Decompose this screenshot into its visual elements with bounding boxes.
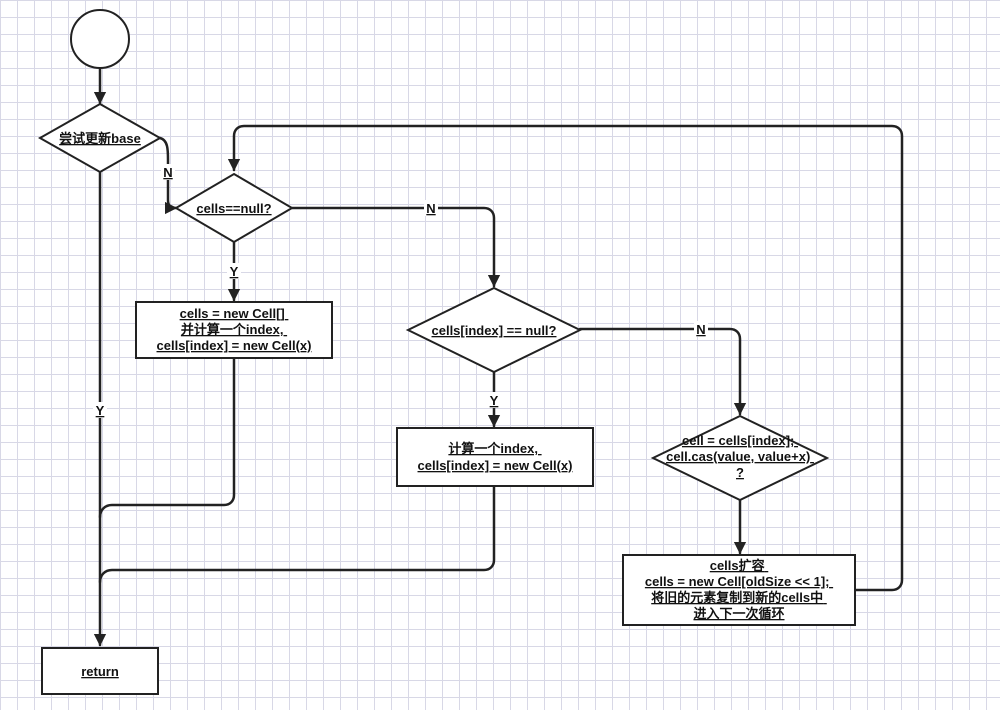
edge-label-cell-index-no: N <box>694 321 708 337</box>
svg-text:N: N <box>163 165 172 180</box>
edge-label-cell-index-yes: Y <box>487 392 501 408</box>
svg-text:Y: Y <box>230 264 239 279</box>
terminal-return: return <box>41 647 159 695</box>
edge-cells-null-no-to-cell-index <box>290 206 501 288</box>
process-compute-index-label: 计算一个index, cells[index] = new Cell(x) <box>418 441 573 473</box>
process-init-cells-label: cells = new Cell[] 并计算一个index, cells[ind… <box>157 306 312 353</box>
svg-text:N: N <box>696 322 705 337</box>
edge-labels: N Y Y N Y N <box>93 164 708 418</box>
process-init-cells: cells = new Cell[] 并计算一个index, cells[ind… <box>135 301 333 359</box>
decision-cell-index-null-label: cells[index] == null? <box>432 323 557 338</box>
decision-cells-null: cells==null? <box>174 172 294 244</box>
edge-init-to-return <box>98 356 236 519</box>
process-compute-index: 计算一个index, cells[index] = new Cell(x) <box>396 427 594 487</box>
start-node <box>70 9 130 69</box>
decision-cells-null-label: cells==null? <box>196 201 271 216</box>
svg-text:Y: Y <box>96 403 105 418</box>
decision-try-update-base-label: 尝试更新base <box>59 131 141 146</box>
decision-cas: cell = cells[index]; cell.cas(value, val… <box>650 414 830 502</box>
decision-cas-label: cell = cells[index]; cell.cas(value, val… <box>666 433 814 480</box>
process-expand-cells-label: cells扩容 cells = new Cell[oldSize << 1]; … <box>645 558 833 621</box>
edge-compute-to-return <box>98 485 496 584</box>
edge-label-cells-null-no: N <box>424 200 438 216</box>
svg-text:Y: Y <box>490 393 499 408</box>
nodes: 尝试更新base cells==null? cells = new Cell[]… <box>37 9 856 695</box>
process-expand-cells: cells扩容 cells = new Cell[oldSize << 1]; … <box>622 554 856 626</box>
decision-try-update-base: 尝试更新base <box>37 102 163 174</box>
edge-expand-loop-back <box>227 124 904 592</box>
edge-label-cells-null-yes: Y <box>227 263 241 279</box>
svg-text:N: N <box>426 201 435 216</box>
edge-label-base-no: N <box>161 164 175 180</box>
decision-cell-index-null: cells[index] == null? <box>405 286 583 374</box>
edge-label-base-yes: Y <box>93 402 107 418</box>
edge-cell-index-no-to-cas <box>578 327 747 416</box>
terminal-return-label: return <box>81 664 119 679</box>
